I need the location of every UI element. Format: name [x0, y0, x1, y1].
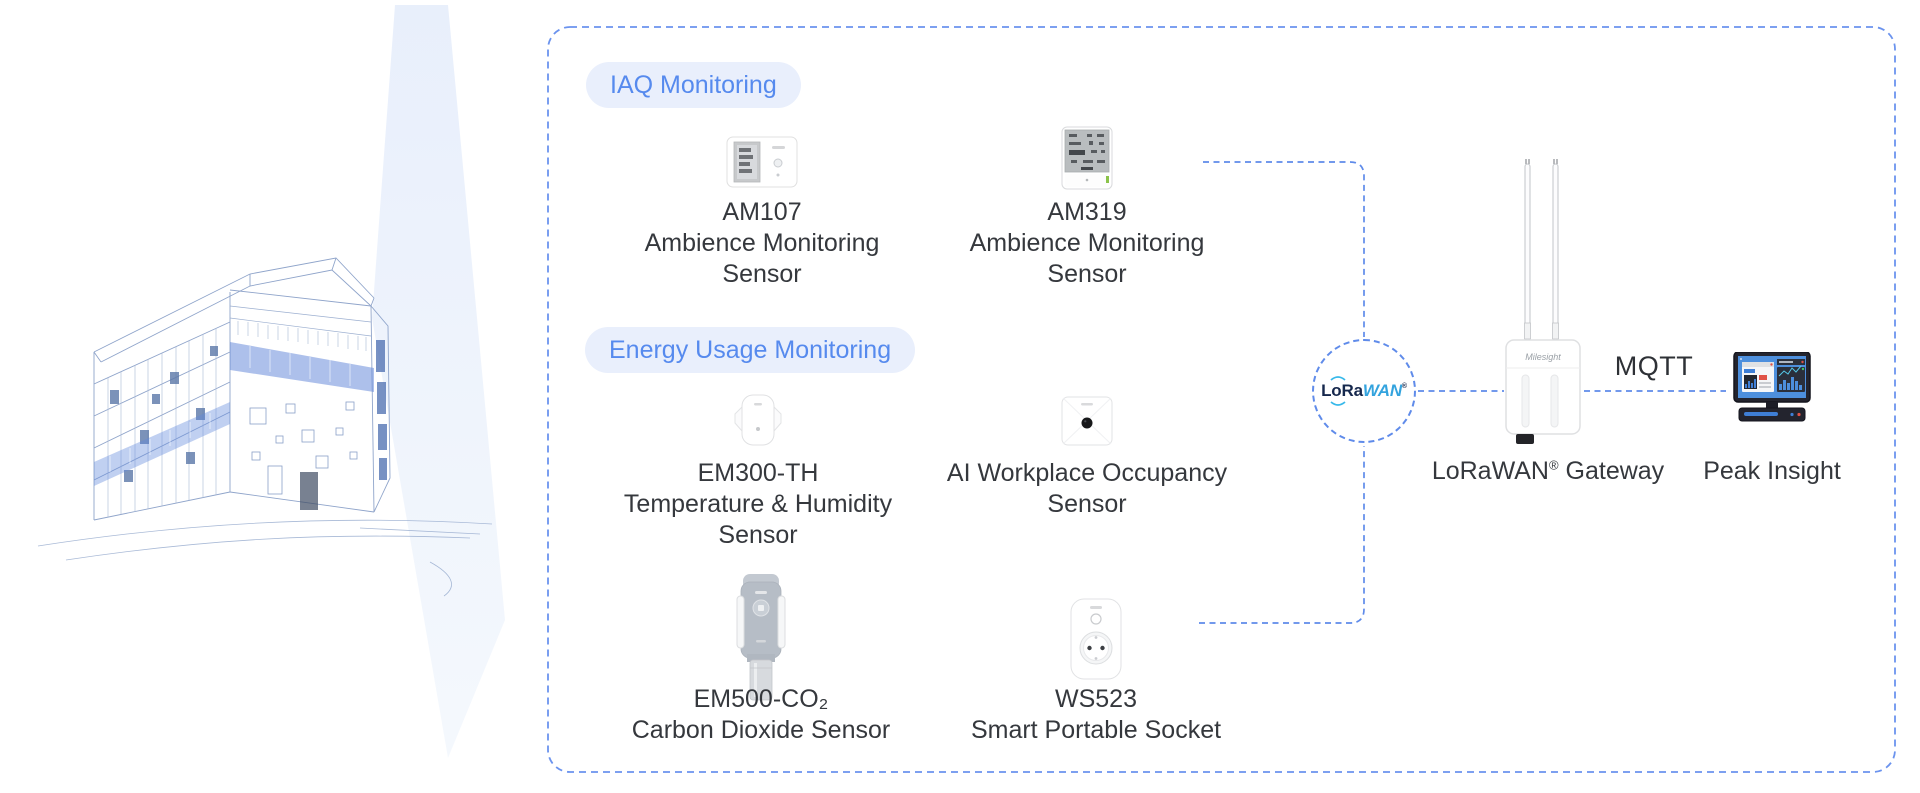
em300-device-icon	[734, 394, 782, 446]
connector-am319-to-hub	[1203, 161, 1365, 337]
em300-label: EM300-TH Temperature & Humidity Sensor	[578, 458, 938, 551]
am319-label: AM319 Ambience Monitoring Sensor	[907, 197, 1267, 290]
am107-label: AM107 Ambience Monitoring Sensor	[582, 197, 942, 290]
am319-device-icon	[1061, 126, 1113, 190]
antenna-icon	[1524, 159, 1559, 341]
occupancy-device-icon	[1061, 396, 1113, 446]
sensor-label-line: Sensor	[722, 260, 802, 288]
section-energy-monitoring: Energy Usage Monitoring	[585, 327, 916, 373]
connector-ws523-to-hub	[1199, 446, 1365, 624]
diagram-frame	[547, 26, 1896, 773]
mqtt-protocol-label: MQTT	[1614, 351, 1694, 381]
em500-label: EM500-CO₂ Carbon Dioxide Sensor	[581, 684, 941, 746]
lorawan-hub-badge: LoRaWAN®	[1312, 339, 1416, 443]
gateway-label-text: Gateway	[1558, 457, 1665, 485]
ws523-label: WS523 Smart Portable Socket	[916, 684, 1276, 746]
gateway-label-text: LoRaWAN	[1431, 457, 1549, 485]
logo-text: Lo	[1321, 381, 1342, 400]
occupancy-label: AI Workplace Occupancy Sensor	[907, 458, 1267, 520]
sensor-label-line: Carbon Dioxide Sensor	[631, 716, 891, 744]
light-wedge	[372, 5, 505, 758]
sensor-label-line: Sensor	[1047, 490, 1127, 518]
sensor-label-line: Smart Portable Socket	[970, 716, 1222, 744]
sensor-label-line: EM300-TH	[697, 459, 819, 487]
section-iaq-monitoring: IAQ Monitoring	[586, 62, 801, 108]
logo-registered-mark: ®	[1401, 383, 1407, 390]
peak-insight-monitor-icon	[1733, 352, 1811, 422]
registered-mark: ®	[1548, 457, 1559, 473]
em500-device-icon	[736, 574, 786, 701]
gateway-label: LoRaWAN® Gateway	[1418, 457, 1678, 486]
section-label: IAQ Monitoring	[610, 70, 777, 99]
sensor-label-line: Ambience Monitoring	[969, 229, 1205, 257]
sensor-label-line: WS523	[1055, 685, 1137, 713]
sensor-label-line: Sensor	[1047, 260, 1127, 288]
logo-text: Ra	[1341, 381, 1364, 400]
sensor-label-line: AM319	[1047, 198, 1127, 226]
section-label: Energy Usage Monitoring	[609, 335, 892, 364]
sensor-label-line: AI Workplace Occupancy	[946, 459, 1228, 487]
logo-text: WAN	[1362, 381, 1402, 400]
sensor-label-line: EM500-CO₂	[693, 685, 829, 713]
sensor-label-line: Ambience Monitoring	[644, 229, 880, 257]
platform-label: Peak Insight	[1703, 457, 1841, 485]
ws523-device-icon	[1070, 598, 1122, 680]
sensor-label-line: AM107	[722, 198, 802, 226]
lorawan-logo: LoRaWAN®	[1321, 376, 1407, 406]
lora-signal-arc-top	[1330, 376, 1346, 381]
sensor-label-line: Sensor	[718, 521, 798, 549]
sensor-label-line: Temperature & Humidity	[623, 490, 893, 518]
am107-device-icon	[726, 136, 798, 188]
gateway-device-icon: Milesight	[1505, 159, 1581, 444]
lora-signal-arc-bottom	[1330, 401, 1346, 406]
gateway-brand-logo: Milesight	[1525, 352, 1561, 362]
